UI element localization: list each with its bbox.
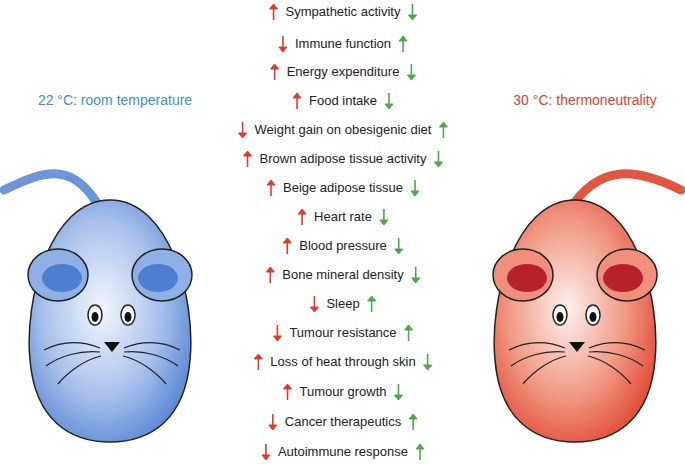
- trend-arrow: [284, 384, 292, 400]
- effect-label: Cancer therapeutics: [285, 414, 401, 430]
- trend-arrow: [411, 180, 419, 196]
- effect-label: Loss of heat through skin: [270, 354, 415, 370]
- effect-label: Blood pressure: [299, 238, 386, 254]
- effect-label: Heart rate: [314, 209, 372, 225]
- trend-arrow: [293, 93, 301, 109]
- trend-arrow: [244, 151, 252, 167]
- blue-mouse: [4, 174, 192, 442]
- trend-arrow: [273, 325, 281, 341]
- trend-arrow: [434, 151, 442, 167]
- temperature-label: 30 °C: thermoneutrality: [513, 92, 656, 109]
- trend-arrow: [439, 122, 447, 138]
- effect-label: Tumour resistance: [289, 325, 396, 341]
- trend-arrow: [416, 444, 424, 460]
- trend-arrow: [271, 64, 279, 80]
- effect-label: Immune function: [295, 36, 391, 52]
- red-mouse: [493, 174, 681, 442]
- temperature-label: 22 °C: room temperature: [38, 92, 192, 109]
- trend-arrow: [283, 238, 291, 254]
- trend-arrow: [399, 36, 407, 52]
- effect-label: Sympathetic activity: [286, 4, 401, 20]
- trend-arrow: [408, 4, 416, 20]
- trend-arrow: [262, 444, 270, 460]
- trend-arrow: [269, 414, 277, 430]
- effect-label: Beige adipose tissue: [283, 180, 403, 196]
- trend-arrow: [267, 180, 275, 196]
- effect-label: Energy expenditure: [287, 64, 400, 80]
- effect-label: Weight gain on obesigenic diet: [255, 122, 432, 138]
- trend-arrow: [298, 209, 306, 225]
- trend-arrow: [368, 296, 376, 312]
- trend-arrow: [279, 36, 287, 52]
- trend-arrow: [380, 209, 388, 225]
- trend-arrow: [254, 354, 262, 370]
- trend-arrow: [395, 238, 403, 254]
- effect-label: Sleep: [326, 296, 359, 312]
- trend-arrow: [394, 384, 402, 400]
- effect-label: Tumour growth: [300, 384, 387, 400]
- trend-arrow: [405, 325, 413, 341]
- trend-arrow: [310, 296, 318, 312]
- trend-arrow: [266, 267, 274, 283]
- effect-label: Brown adipose tissue activity: [260, 151, 427, 167]
- effect-label: Autoimmune response: [278, 444, 408, 460]
- trend-arrow: [239, 122, 247, 138]
- trend-arrow: [424, 354, 432, 370]
- trend-arrow: [409, 414, 417, 430]
- trend-arrow: [412, 267, 420, 283]
- effect-label: Food intake: [309, 93, 377, 109]
- trend-arrow: [385, 93, 393, 109]
- effect-label: Bone mineral density: [282, 267, 403, 283]
- trend-arrow: [407, 64, 415, 80]
- trend-arrow: [270, 4, 278, 20]
